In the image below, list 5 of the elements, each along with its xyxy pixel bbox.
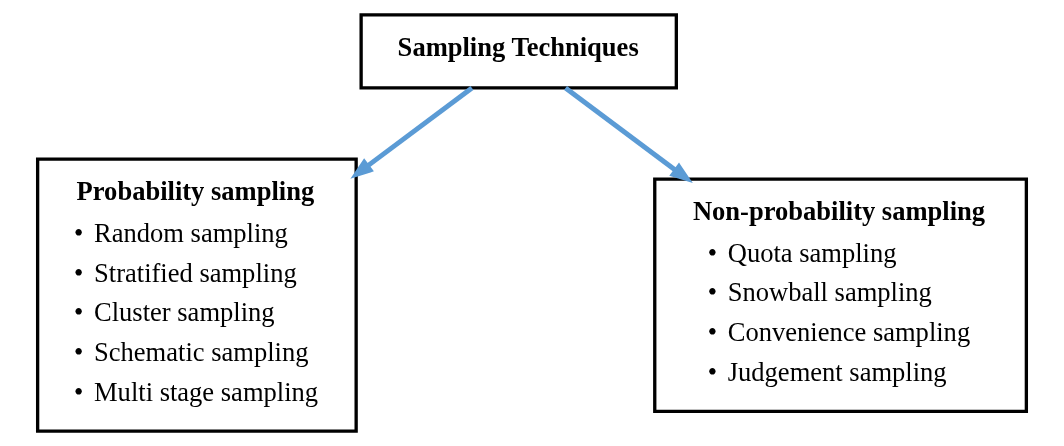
node-box: Non-probability sampling • Quota sampling • Snowball sampling • Convenience sampling • Judgement sampling — [653, 177, 1028, 413]
arrow — [350, 85, 474, 179]
node-box: Probability sampling • Random sampling • Stratified sampling • Cluster sampling • Schematic sampling • Multi stage sampling — [36, 157, 358, 433]
arrow — [564, 85, 693, 184]
node-box: Sampling Techniques — [359, 13, 678, 90]
